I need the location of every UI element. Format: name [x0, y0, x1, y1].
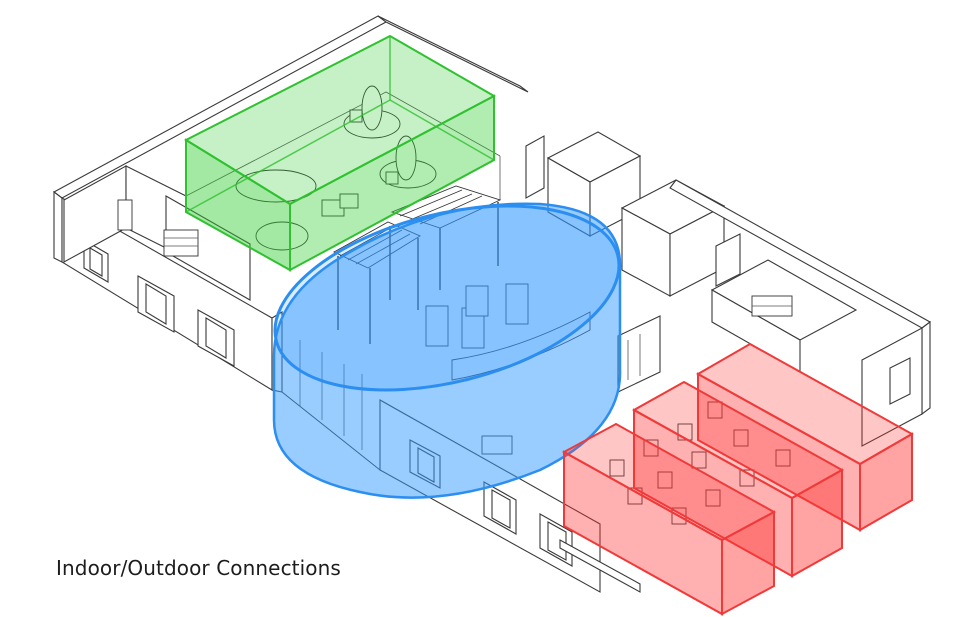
- tree-planter: [361, 85, 383, 131]
- window-inner: [491, 489, 511, 529]
- window-inner: [89, 247, 103, 277]
- window: [889, 357, 911, 405]
- blue-zone: [272, 202, 622, 499]
- window-inner: [205, 317, 227, 359]
- wall-north-east: [377, 15, 529, 93]
- window-inner: [547, 521, 567, 561]
- green-zone: [183, 34, 497, 272]
- curved-seating: [235, 169, 317, 203]
- cabinet: [117, 199, 133, 231]
- door: [525, 135, 545, 199]
- chair: [339, 193, 359, 209]
- tree-planter: [395, 135, 417, 181]
- building-walls: [52, 15, 932, 593]
- blue-zone-body: [272, 202, 622, 499]
- wall-east-corner: [921, 320, 931, 416]
- window-inner: [145, 283, 167, 325]
- chair: [385, 171, 399, 185]
- wall-base: [559, 539, 641, 593]
- red-box-side: [633, 408, 793, 578]
- floor-edge: [185, 91, 501, 197]
- diagram-caption: Indoor/Outdoor Connections: [56, 556, 341, 580]
- blue-zone-top: [273, 204, 621, 392]
- door: [715, 233, 741, 287]
- red-box-side: [563, 450, 723, 616]
- red-zone-desks: [609, 401, 791, 525]
- fridge: [617, 315, 661, 393]
- red-zone: [561, 342, 915, 616]
- wall-west-corner: [53, 190, 63, 263]
- shelving: [163, 229, 199, 257]
- curved-seating: [255, 221, 309, 251]
